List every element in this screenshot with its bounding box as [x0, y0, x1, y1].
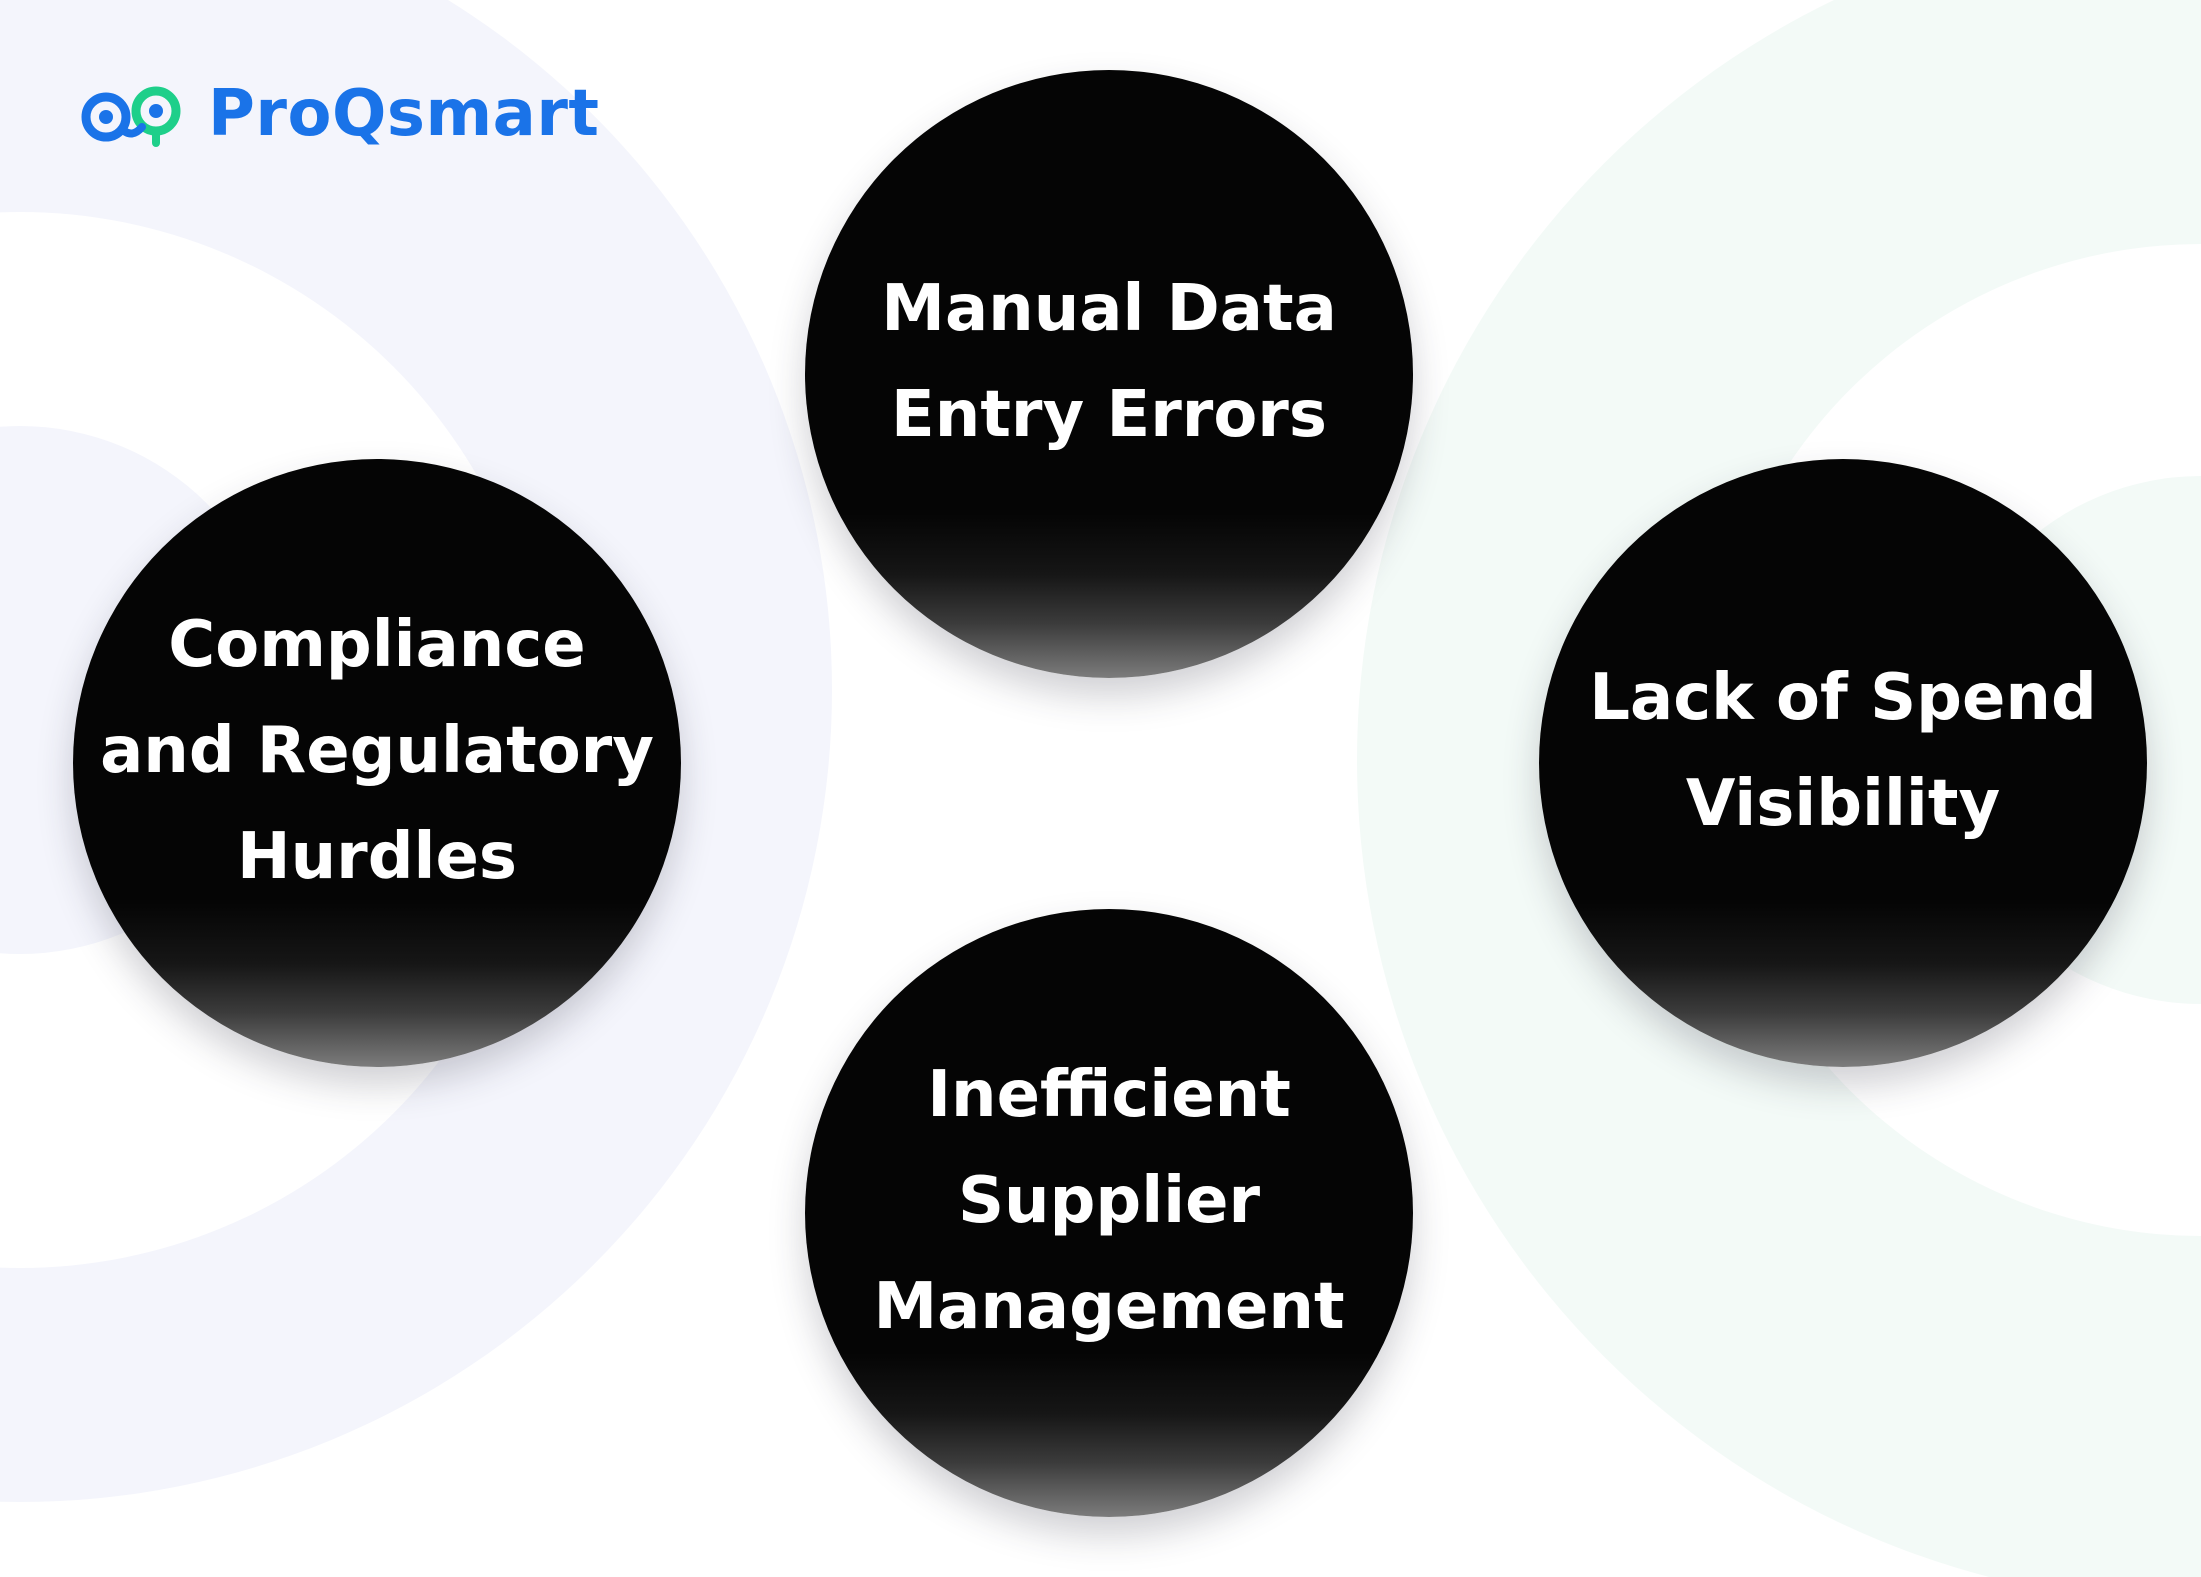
proqsmart-logo-icon	[81, 86, 181, 147]
bubble-lack-of-spend-visibility: Lack of Spend Visibility	[1539, 459, 2147, 1067]
brand-name: ProQsmart	[208, 77, 600, 151]
bubble-label: Compliance and Regulatory Hurdles	[100, 608, 654, 894]
bubble-label: Manual Data Entry Errors	[881, 272, 1337, 452]
bubble-manual-data-entry-errors: Manual Data Entry Errors	[805, 70, 1413, 678]
brand-logo: ProQsmart	[76, 74, 599, 154]
bubble-label: Inefficient Supplier Management	[873, 1058, 1345, 1344]
bubble-compliance-regulatory-hurdles: Compliance and Regulatory Hurdles	[73, 459, 681, 1067]
bubble-label: Lack of Spend Visibility	[1589, 661, 2097, 841]
bubble-inefficient-supplier-management: Inefficient Supplier Management	[805, 909, 1413, 1517]
